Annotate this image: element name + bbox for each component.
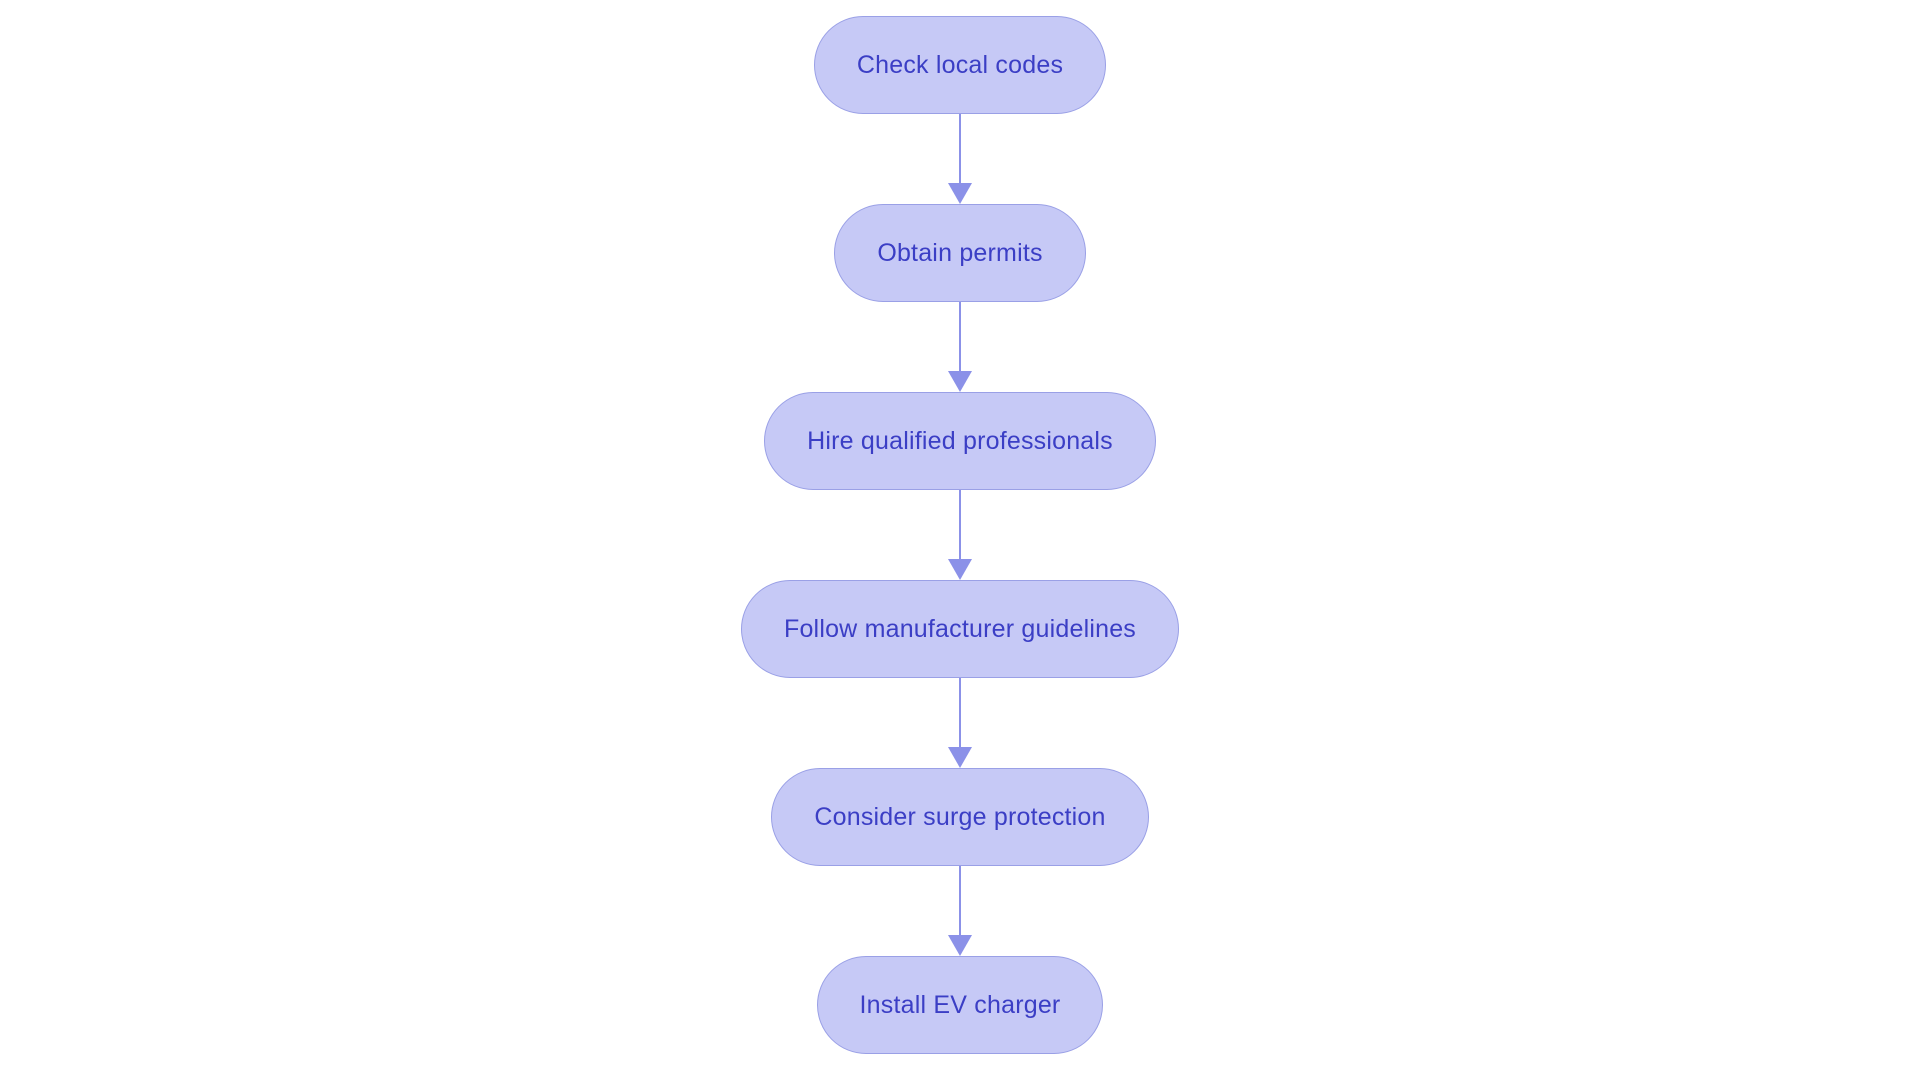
edge-line — [958, 490, 962, 559]
flow-node-install-ev-charger: Install EV charger — [816, 956, 1104, 1054]
edge-n5-n6 — [948, 866, 972, 956]
arrowhead-down-icon — [948, 935, 972, 956]
arrowhead-down-icon — [948, 371, 972, 392]
flow-node-check-local-codes: Check local codes — [813, 16, 1107, 114]
flow-node-label: Check local codes — [856, 50, 1064, 79]
edge-n3-n4 — [948, 490, 972, 580]
flow-node-label: Consider surge protection — [814, 802, 1106, 831]
edge-line — [958, 866, 962, 935]
edge-line — [958, 302, 962, 371]
flow-node-hire-qualified-professionals: Hire qualified professionals — [764, 392, 1156, 490]
edge-line — [958, 678, 962, 747]
flow-node-label: Obtain permits — [877, 238, 1043, 267]
arrowhead-down-icon — [948, 559, 972, 580]
arrowhead-down-icon — [948, 183, 972, 204]
flow-node-label: Hire qualified professionals — [807, 426, 1113, 455]
flow-node-label: Follow manufacturer guidelines — [783, 614, 1136, 643]
edge-n4-n5 — [948, 678, 972, 768]
flow-node-obtain-permits: Obtain permits — [834, 204, 1086, 302]
edge-n1-n2 — [948, 114, 972, 204]
flow-node-follow-manufacturer-guidelines: Follow manufacturer guidelines — [740, 580, 1179, 678]
flow-node-consider-surge-protection: Consider surge protection — [771, 768, 1149, 866]
edge-line — [958, 114, 962, 183]
arrowhead-down-icon — [948, 747, 972, 768]
edge-n2-n3 — [948, 302, 972, 392]
flow-node-label: Install EV charger — [859, 990, 1061, 1019]
